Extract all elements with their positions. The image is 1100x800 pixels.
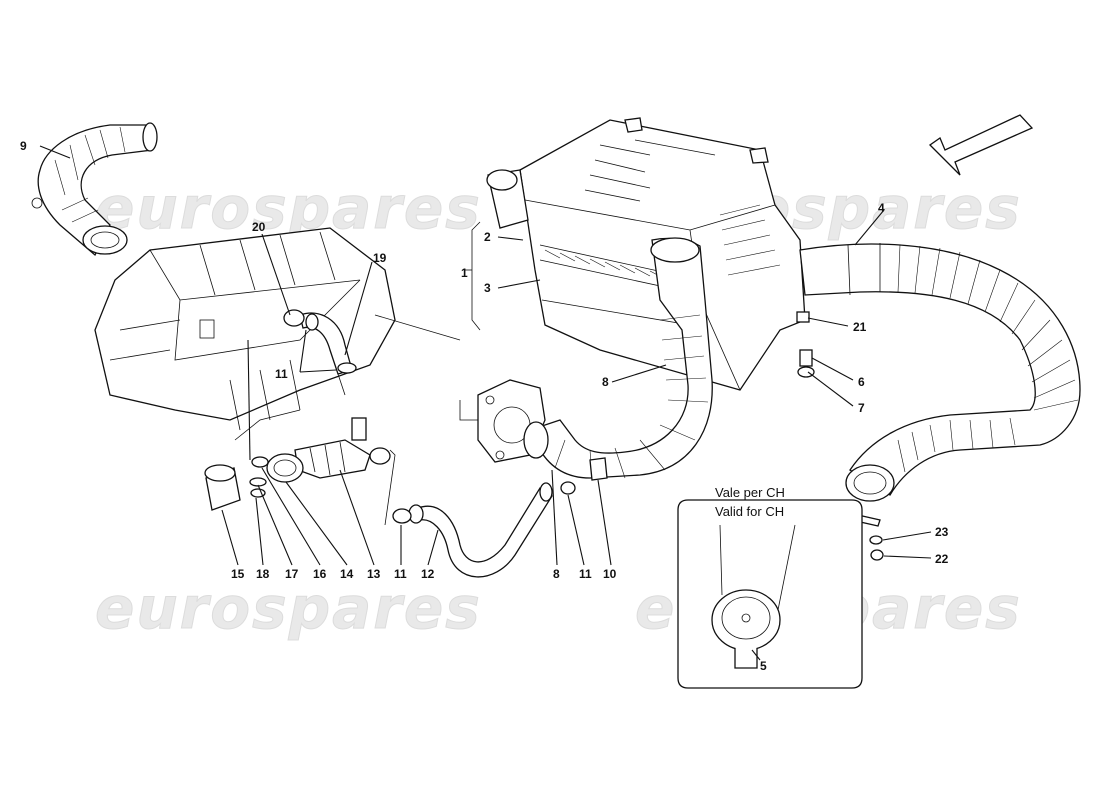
callout-labels: 9 20 19 11 2 1 3 4 21 6 7 8 23 22 5 15 1…: [20, 139, 949, 673]
callout-2: 2: [484, 230, 491, 244]
callout-13: 13: [367, 567, 381, 581]
leader-lines: [39, 145, 932, 661]
fittings-16-18: [247, 339, 269, 498]
callout-10: 10: [603, 567, 617, 581]
vent-hose-19: [283, 309, 357, 375]
nut-22-washer-23: [869, 535, 884, 561]
clamp-11-right: [560, 481, 576, 495]
bracket-1: [471, 221, 481, 331]
callout-1: 1: [461, 266, 468, 280]
duct-8: [523, 237, 713, 479]
callout-19: 19: [373, 251, 387, 265]
leader-throttle: [459, 400, 478, 421]
callout-11-right: 11: [579, 567, 592, 581]
sleeve-15: [204, 464, 241, 511]
callout-8-bottom: 8: [553, 567, 560, 581]
callout-16: 16: [313, 567, 327, 581]
callout-14: 14: [340, 567, 354, 581]
callout-18: 18: [256, 567, 270, 581]
fitting-10: [589, 457, 608, 481]
callout-22: 22: [935, 552, 949, 566]
idle-valve-13: [294, 417, 391, 479]
rubber-sleeve-14: [266, 453, 304, 483]
callout-11-bottom: 11: [394, 567, 407, 581]
intake-tube-9: [31, 122, 158, 257]
callout-4: 4: [878, 201, 885, 215]
arrow-icon: [928, 114, 1034, 176]
callout-17: 17: [285, 567, 299, 581]
filter-outlet-pipe: [486, 169, 529, 229]
clamp-11-bottom: [392, 508, 412, 524]
inset-line-2: Valid for CH: [715, 504, 784, 519]
watermark-bottom-left: eurospares: [95, 574, 482, 642]
leader-bracket-left: [384, 449, 396, 526]
callout-6: 6: [858, 375, 865, 389]
callout-21: 21: [853, 320, 867, 334]
watermark-top-left: eurospares: [95, 174, 482, 242]
hose-12: [408, 482, 553, 578]
callout-5: 5: [760, 659, 767, 673]
intake-manifold: [94, 227, 396, 441]
callout-8-top: 8: [602, 375, 609, 389]
callout-11-left: 11: [275, 367, 288, 381]
inset-valid-for-ch: Vale per CH Valid for CH: [677, 485, 863, 689]
intake-hose-4: [799, 243, 1081, 527]
callout-3: 3: [484, 281, 491, 295]
callout-7: 7: [858, 401, 865, 415]
inset-line-1: Vale per CH: [715, 485, 785, 500]
callout-23: 23: [935, 525, 949, 539]
callout-20: 20: [252, 220, 266, 234]
leader-hose-to-filter: [374, 314, 461, 341]
mounts-6-7-21: [796, 311, 815, 378]
callout-9: 9: [20, 139, 27, 153]
callout-12: 12: [421, 567, 435, 581]
callout-15: 15: [231, 567, 245, 581]
